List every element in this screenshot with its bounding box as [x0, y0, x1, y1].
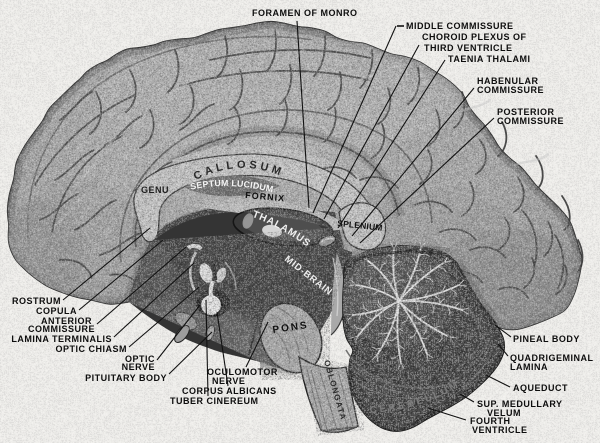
svg-text:PITUITARY BODY: PITUITARY BODY: [85, 373, 167, 383]
svg-text:THIRD VENTRICLE: THIRD VENTRICLE: [424, 43, 513, 53]
svg-text:PINEAL BODY: PINEAL BODY: [513, 334, 580, 344]
svg-text:COMMISSURE: COMMISSURE: [28, 324, 95, 334]
svg-text:LAMINA: LAMINA: [510, 362, 548, 372]
svg-text:COMMISSURE: COMMISSURE: [477, 85, 544, 95]
svg-text:FORNIX: FORNIX: [245, 190, 286, 203]
svg-text:TAENIA THALAMI: TAENIA THALAMI: [448, 54, 531, 64]
svg-text:SPLENIUM: SPLENIUM: [337, 218, 383, 233]
svg-text:ROSTRUM: ROSTRUM: [12, 296, 61, 306]
svg-text:NERVE: NERVE: [212, 376, 245, 386]
svg-text:COMMISSURE: COMMISSURE: [497, 116, 564, 126]
svg-text:ANTERIOR: ANTERIOR: [41, 316, 92, 326]
svg-text:CHOROID PLEXUS OF: CHOROID PLEXUS OF: [422, 32, 527, 42]
svg-text:QUADRIGEMINAL: QUADRIGEMINAL: [510, 353, 594, 363]
svg-text:AQUEDUCT: AQUEDUCT: [513, 383, 568, 393]
svg-text:GENU: GENU: [141, 185, 169, 195]
svg-text:FOURTH: FOURTH: [470, 416, 511, 426]
svg-text:POSTERIOR: POSTERIOR: [497, 107, 555, 117]
svg-text:NERVE: NERVE: [122, 362, 155, 372]
svg-text:OPTIC CHIASM: OPTIC CHIASM: [55, 344, 127, 354]
svg-text:VELUM: VELUM: [487, 408, 521, 418]
svg-text:PONS: PONS: [272, 320, 310, 336]
svg-text:COPULA: COPULA: [36, 306, 77, 316]
svg-text:LAMINA TERMINALIS: LAMINA TERMINALIS: [11, 334, 112, 344]
svg-text:SUP. MEDULLARY: SUP. MEDULLARY: [477, 399, 563, 409]
svg-text:OCULOMOTOR: OCULOMOTOR: [207, 367, 278, 377]
svg-text:HABENULAR: HABENULAR: [477, 76, 539, 86]
svg-text:CORPUS ALBICANS: CORPUS ALBICANS: [182, 386, 277, 396]
svg-text:MIDDLE COMMISSURE: MIDDLE COMMISSURE: [406, 21, 514, 31]
svg-text:VENTRICLE: VENTRICLE: [472, 425, 528, 435]
svg-text:OPTIC: OPTIC: [125, 354, 155, 364]
svg-text:TUBER CINEREUM: TUBER CINEREUM: [170, 396, 259, 406]
svg-text:FORAMEN OF MONRO: FORAMEN OF MONRO: [252, 8, 358, 18]
